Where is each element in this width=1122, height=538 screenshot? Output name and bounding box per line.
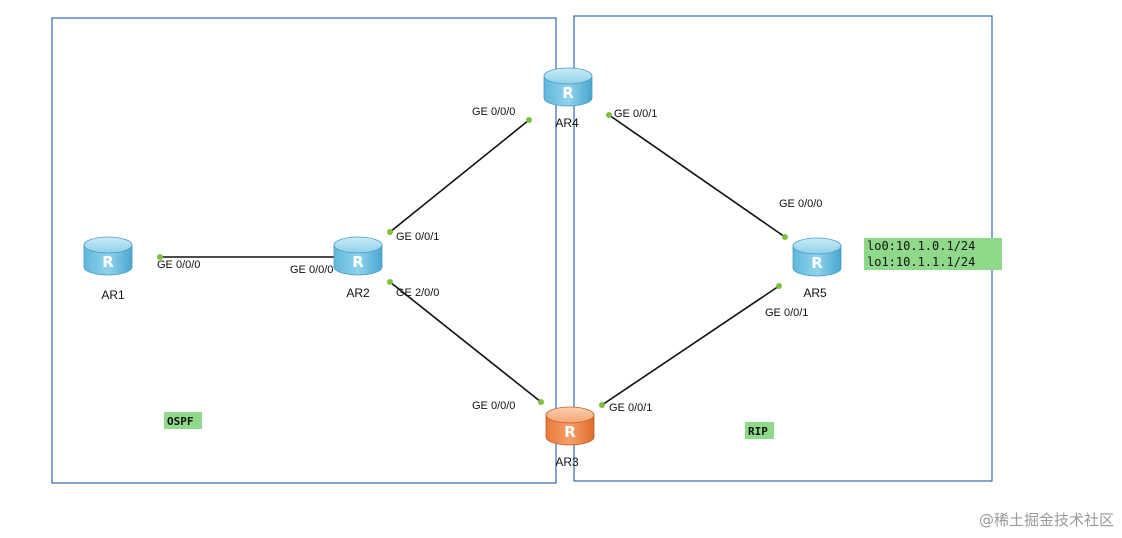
link-ar3-ar5[interactable] bbox=[601, 285, 780, 406]
router-icon-top bbox=[333, 236, 383, 254]
loopback-box: lo0:10.1.0.1/24 lo1:10.1.1.1/24 bbox=[864, 238, 1002, 270]
port-label-ar1-ge000: GE 0/0/0 bbox=[157, 259, 200, 271]
port-label-ar2-ge000: GE 0/0/0 bbox=[290, 264, 333, 276]
router-ar4[interactable]: R bbox=[543, 67, 593, 107]
router-icon-top bbox=[83, 236, 133, 254]
port-dot-ar5-ge001 bbox=[776, 283, 782, 289]
rip-tag: RIP bbox=[745, 422, 774, 439]
router-icon bbox=[83, 244, 133, 276]
watermark: @稀土掘金技术社区 bbox=[978, 511, 1114, 529]
port-label-ar2-ge001: GE 0/0/1 bbox=[396, 231, 439, 243]
port-label-ar2-ge200: GE 2/0/0 bbox=[396, 287, 439, 299]
ospf-tag: OSPF bbox=[164, 412, 202, 429]
links bbox=[160, 114, 786, 406]
router-letter: R bbox=[811, 254, 823, 272]
router-label-ar2: AR2 bbox=[346, 286, 370, 300]
router-ar5[interactable]: R bbox=[792, 237, 842, 277]
link-ar2-ar3[interactable] bbox=[389, 281, 542, 403]
router-icon bbox=[792, 245, 842, 277]
ospf-label: OSPF bbox=[167, 415, 194, 428]
port-dot-ar5-ge000 bbox=[782, 234, 788, 240]
router-icon bbox=[333, 244, 383, 276]
port-dots bbox=[157, 112, 788, 408]
router-letter: R bbox=[352, 253, 364, 271]
ospf-area-box bbox=[51, 17, 557, 484]
port-label-ar5-ge000: GE 0/0/0 bbox=[779, 198, 822, 210]
router-ar2[interactable]: R bbox=[333, 236, 383, 276]
rip-tag-bg bbox=[745, 422, 774, 439]
port-label-ar3-ge000: GE 0/0/0 bbox=[472, 400, 515, 412]
router-ar3[interactable]: R bbox=[545, 406, 595, 446]
loopback-lo0: lo0:10.1.0.1/24 bbox=[867, 239, 975, 253]
loopback-lo1: lo1:10.1.1.1/24 bbox=[867, 255, 975, 269]
router-icon-top bbox=[545, 406, 595, 424]
port-dot-ar4-ge001 bbox=[606, 112, 612, 118]
router-icon-top bbox=[543, 67, 593, 85]
port-dot-ar1-ge000 bbox=[157, 254, 163, 260]
ospf-tag-bg bbox=[164, 412, 202, 429]
port-dot-ar2-ge200 bbox=[387, 279, 393, 285]
port-dot-ar3-ge001 bbox=[599, 402, 605, 408]
link-ar2-ar4[interactable] bbox=[389, 119, 530, 233]
link-ar4-ar5[interactable] bbox=[608, 114, 786, 238]
router-letter: R bbox=[562, 84, 574, 102]
port-dot-ar3-ge000 bbox=[538, 399, 544, 405]
router-icon-top bbox=[792, 237, 842, 255]
port-label-ar4-ge000: GE 0/0/0 bbox=[472, 106, 515, 118]
router-icon bbox=[543, 75, 593, 107]
rip-label: RIP bbox=[748, 425, 768, 438]
router-letter: R bbox=[102, 253, 114, 271]
router-ar1[interactable]: R bbox=[83, 236, 133, 276]
port-dot-ar2-ge001 bbox=[387, 229, 393, 235]
router-icon bbox=[545, 414, 595, 446]
router-label-ar4: AR4 bbox=[555, 116, 579, 130]
port-label-ar3-ge001: GE 0/0/1 bbox=[609, 402, 652, 414]
router-letter: R bbox=[564, 423, 576, 441]
router-label-ar3: AR3 bbox=[555, 455, 579, 469]
router-label-ar1: AR1 bbox=[101, 288, 125, 302]
port-label-ar5-ge001: GE 0/0/1 bbox=[765, 307, 808, 319]
port-dot-ar4-ge000 bbox=[526, 117, 532, 123]
port-label-ar4-ge001: GE 0/0/1 bbox=[614, 108, 657, 120]
router-label-ar5: AR5 bbox=[803, 286, 827, 300]
loopback-box-bg bbox=[864, 238, 1002, 270]
